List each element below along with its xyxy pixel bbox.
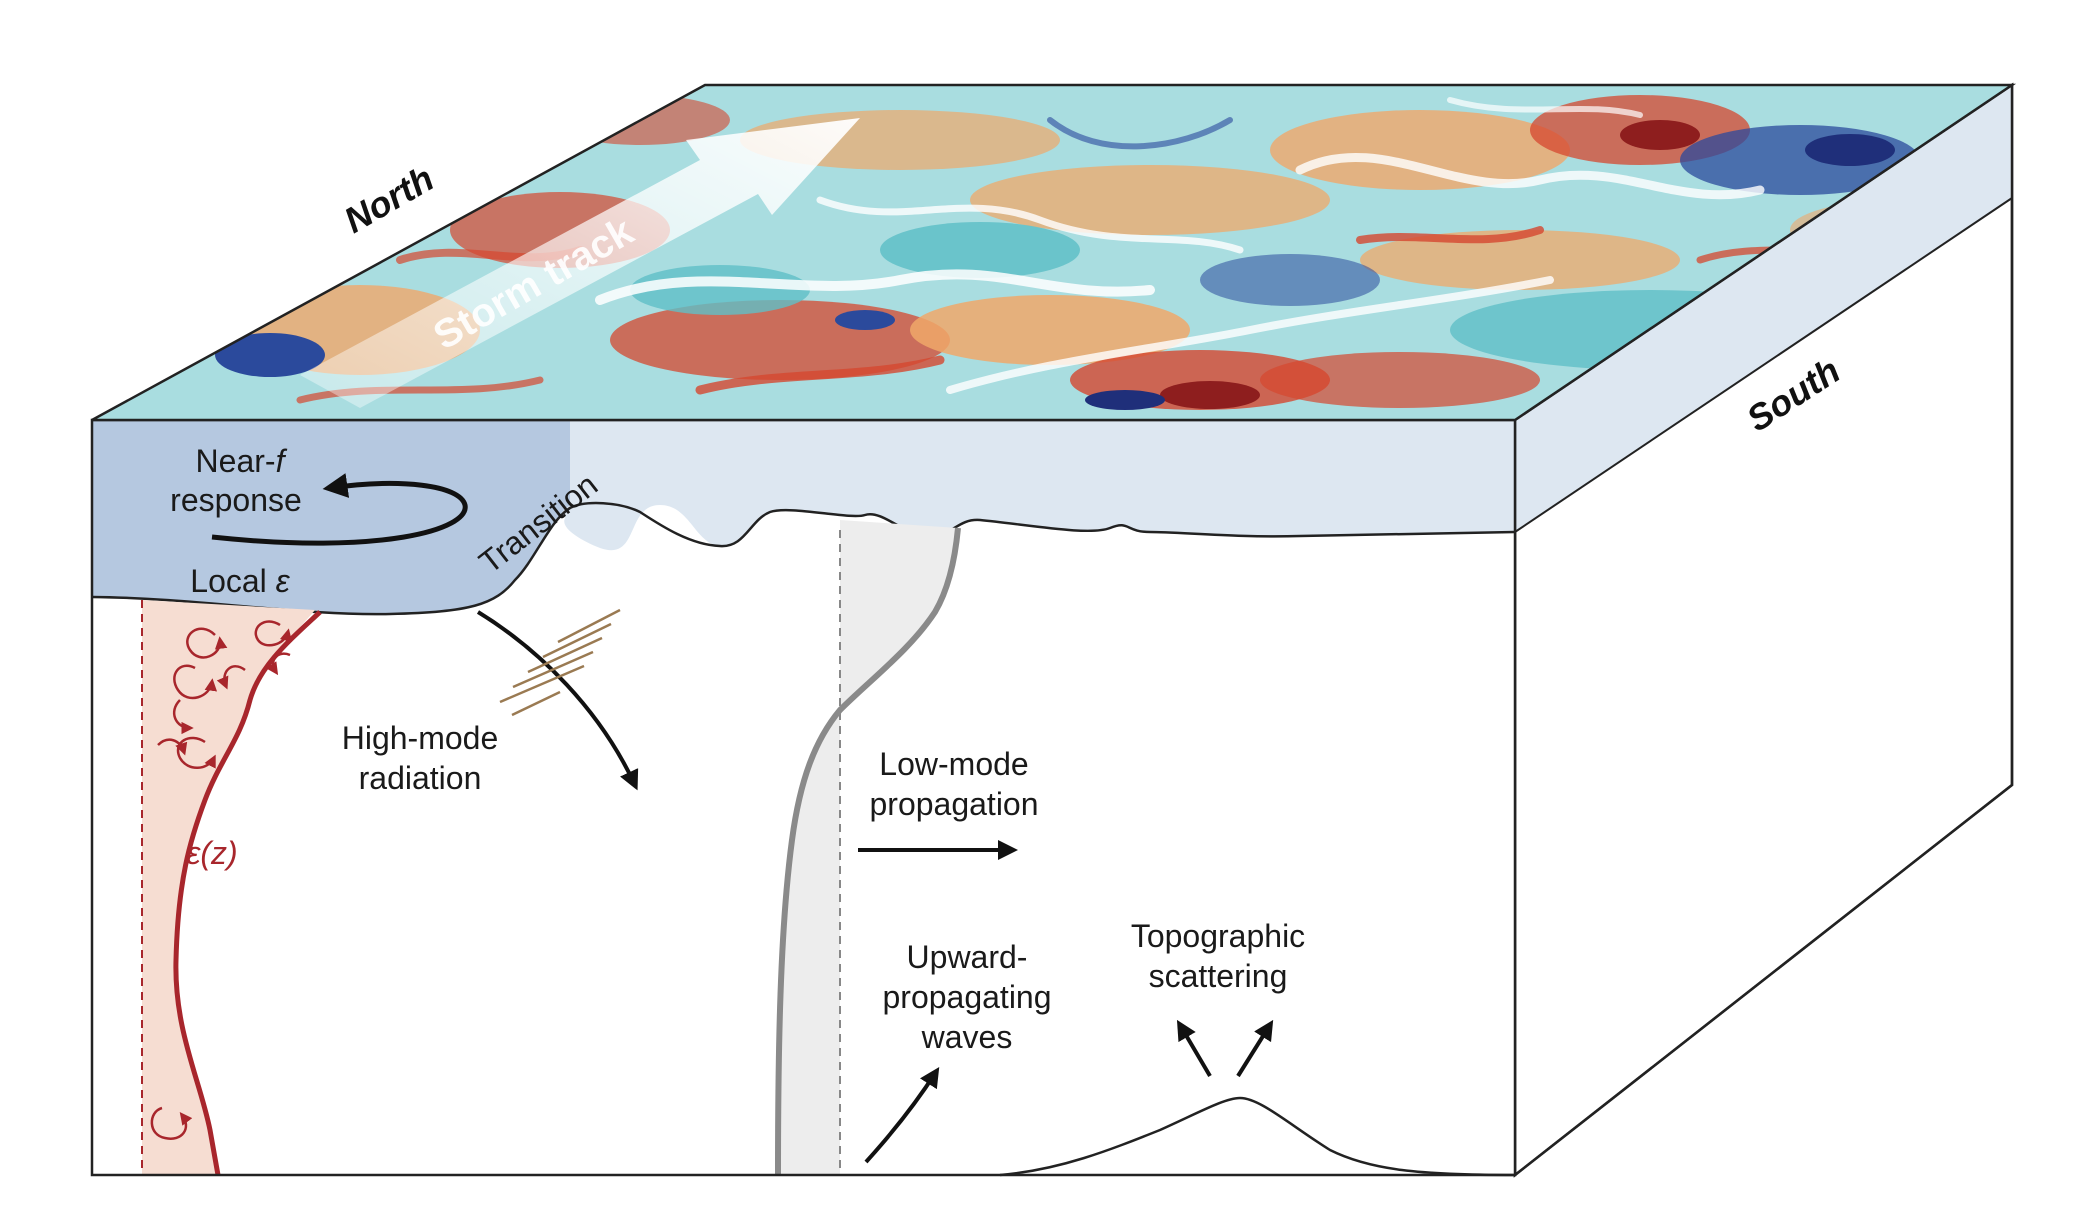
near-f-response-arrow bbox=[211, 473, 468, 546]
local-eps-prefix: Local bbox=[190, 563, 275, 599]
upper-band bbox=[564, 420, 1515, 551]
thermocline-line bbox=[91, 501, 1516, 616]
near-f-prefix: Near- bbox=[196, 443, 276, 479]
upward-line2: propagating bbox=[882, 979, 1051, 1015]
high-mode-line2: radiation bbox=[359, 760, 482, 796]
low-mode-line2: propagation bbox=[869, 786, 1038, 822]
low-mode-line1: Low-mode bbox=[879, 746, 1028, 782]
topo-line1: Topographic bbox=[1131, 918, 1305, 954]
turbulent-eddies bbox=[150, 620, 293, 1140]
low-mode-profile-curve bbox=[775, 527, 961, 1176]
block-front-face bbox=[90, 418, 1517, 1177]
high-mode-line1: High-mode bbox=[342, 720, 499, 756]
low-mode-profile-fill bbox=[840, 520, 958, 710]
upward-line3: waves bbox=[921, 1019, 1013, 1055]
topo-line2: scattering bbox=[1149, 958, 1288, 994]
high-mode-radiation-arrow bbox=[476, 608, 639, 791]
mixed-layer bbox=[92, 420, 570, 615]
sea-surface-field: Storm track bbox=[91, 83, 2017, 422]
upward-wave-arrow bbox=[864, 1066, 940, 1164]
local-eps-symbol: ε bbox=[276, 563, 291, 599]
eps-z-label: ε(z) bbox=[186, 835, 237, 871]
low-mode-shaded bbox=[778, 710, 840, 1175]
dissipation-profile-curve bbox=[173, 610, 322, 1176]
wave-crest-lines bbox=[499, 608, 621, 717]
topo-arrow-right bbox=[1236, 1019, 1274, 1078]
near-f-label: Near-f bbox=[196, 443, 288, 479]
north-label: North bbox=[337, 157, 441, 240]
response-label: response bbox=[170, 482, 302, 518]
local-eps-label: Local ε bbox=[190, 563, 290, 599]
seafloor-topography bbox=[999, 1096, 1516, 1177]
side-upper-band bbox=[1515, 85, 2012, 532]
topo-arrow-left bbox=[1176, 1019, 1212, 1078]
upward-line1: Upward- bbox=[907, 939, 1028, 975]
